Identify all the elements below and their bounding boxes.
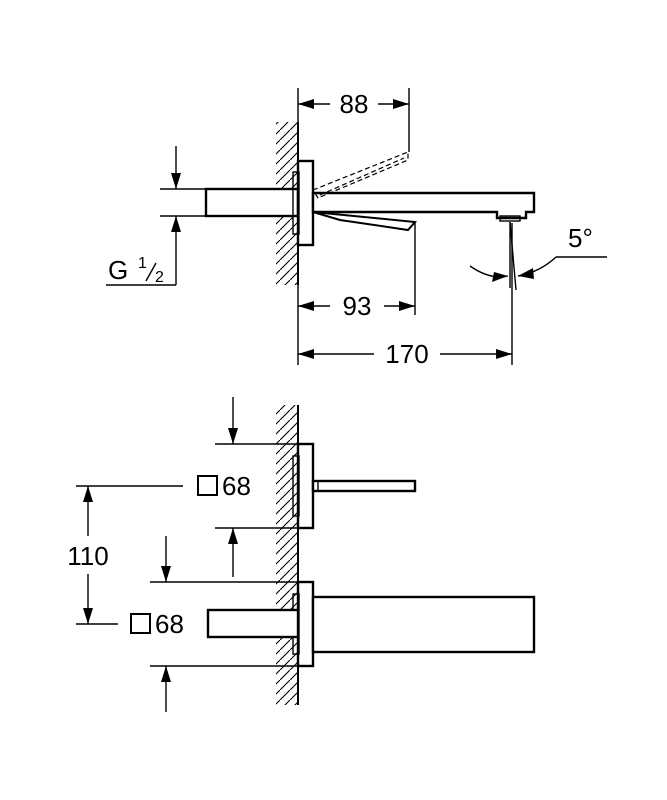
dim-center-distance: 110: [67, 485, 183, 625]
spout-plan: [311, 595, 536, 654]
dim-88-label: 88: [340, 89, 369, 119]
rosette-upper: [296, 442, 315, 530]
thread-dimension: G 1 2: [106, 146, 206, 286]
rosette-lower: [296, 580, 315, 668]
plan-view: 68 68 110: [67, 397, 536, 712]
dim-93-label: 93: [343, 291, 372, 321]
thread-label-g: G: [108, 255, 128, 285]
dim-rosette-lower-label: 68: [155, 609, 184, 639]
rosette-plate-top: [296, 159, 315, 247]
spout-top: [311, 191, 536, 220]
dim-88: 88: [297, 88, 410, 160]
lever-down: [312, 211, 418, 232]
dim-center-distance-label: 110: [67, 541, 108, 571]
wall-bottom: [276, 405, 299, 705]
thread-label-den: 2: [155, 269, 164, 286]
dim-170-label: 170: [385, 339, 428, 369]
dim-93: 93: [297, 222, 416, 365]
side-view: 88 93 170: [106, 88, 607, 369]
dim-170: 170: [298, 223, 513, 369]
concealed-body-top: [204, 187, 300, 218]
thread-label-num: 1: [138, 255, 147, 272]
dim-rosette-lower: 68: [130, 536, 298, 712]
dim-angle-label: 5°: [568, 223, 593, 253]
dim-rosette-upper-label: 68: [222, 471, 251, 501]
lever-raised: [312, 151, 409, 199]
dim-angle: 5°: [469, 221, 607, 291]
concealed-body-bottom: [206, 608, 300, 639]
dim-rosette-upper: 68: [197, 397, 298, 577]
lever-plan: [311, 479, 417, 493]
